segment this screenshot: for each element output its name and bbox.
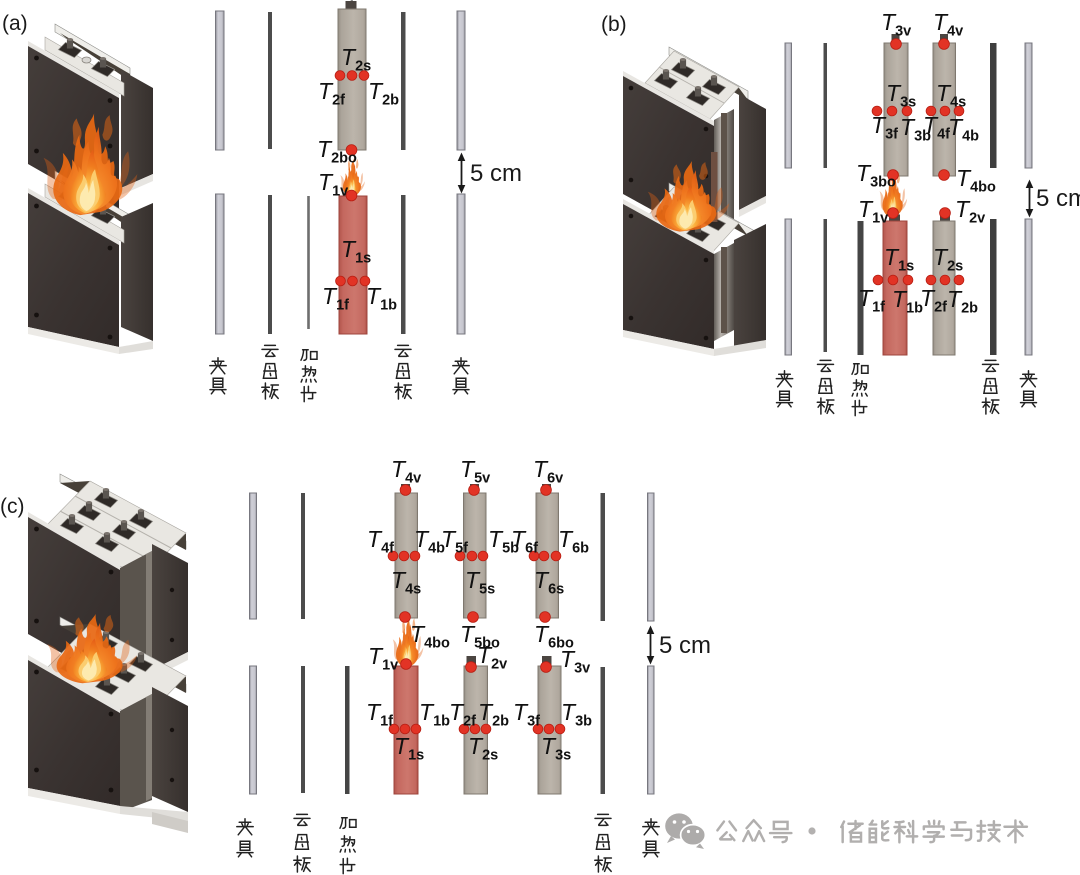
svg-text:T6v: T6v (533, 456, 563, 487)
svg-text:(b): (b) (601, 13, 627, 36)
svg-text:T1b: T1b (419, 699, 450, 730)
svg-text:T1f: T1f (858, 285, 885, 316)
svg-text:T1b: T1b (892, 286, 923, 317)
svg-text:T2b: T2b (368, 78, 399, 109)
svg-text:T2b: T2b (947, 286, 978, 317)
svg-text:T1v: T1v (318, 169, 348, 200)
svg-text:T5v: T5v (460, 456, 490, 487)
svg-text:5 cm: 5 cm (1036, 185, 1080, 212)
svg-text:T4bo: T4bo (956, 165, 996, 196)
svg-text:(a): (a) (2, 12, 28, 35)
svg-text:T3f: T3f (513, 699, 540, 730)
svg-text:T4v: T4v (391, 456, 421, 487)
svg-text:T1f: T1f (366, 699, 393, 730)
svg-text:T3v: T3v (881, 9, 911, 40)
svg-text:T1v: T1v (368, 643, 398, 674)
svg-text:5 cm: 5 cm (659, 632, 711, 659)
svg-text:T4b: T4b (948, 114, 979, 145)
svg-text:T3b: T3b (561, 699, 592, 730)
svg-text:5 cm: 5 cm (470, 160, 522, 187)
svg-text:T4v: T4v (933, 9, 963, 40)
svg-text:T6b: T6b (558, 526, 589, 557)
svg-text:T1b: T1b (366, 283, 397, 314)
svg-text:T4f: T4f (367, 526, 394, 557)
svg-text:T4bo: T4bo (410, 621, 450, 652)
svg-text:T6f: T6f (511, 526, 538, 557)
svg-text:(c): (c) (0, 495, 25, 518)
svg-text:T2b: T2b (478, 699, 509, 730)
svg-text:T3v: T3v (560, 646, 590, 677)
svg-text:T2v: T2v (955, 196, 985, 227)
